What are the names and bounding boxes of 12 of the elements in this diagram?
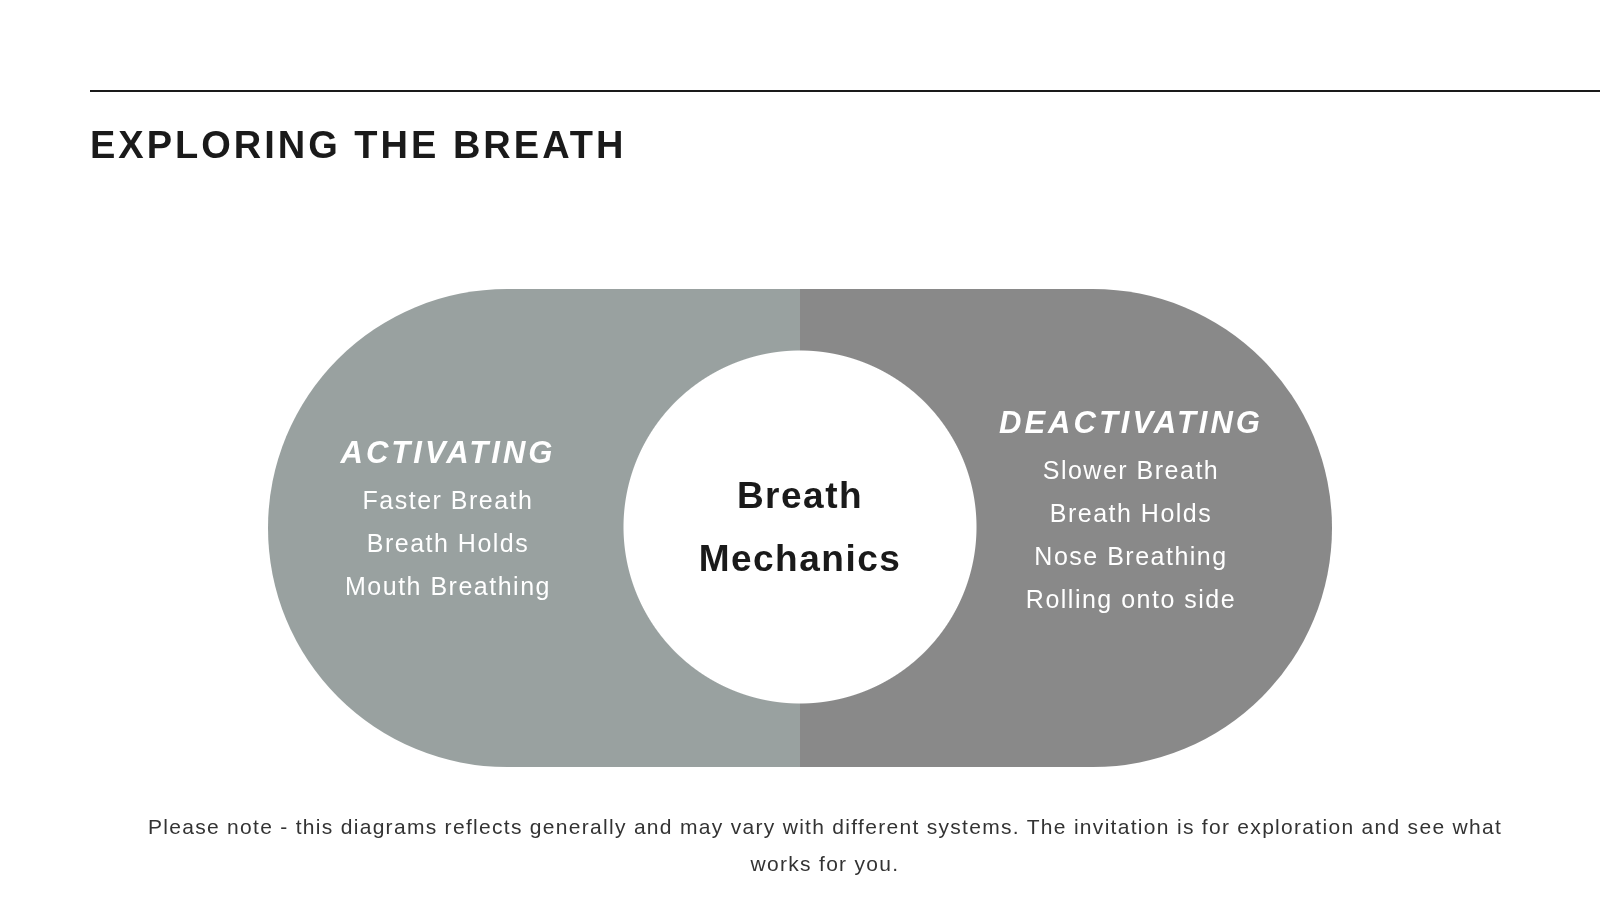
circle-label: Breath Mechanics: [697, 474, 903, 581]
list-item: Faster Breath: [362, 484, 534, 516]
page-title: EXPLORING THE BREATH: [90, 124, 627, 167]
list-item: Breath Holds: [1049, 498, 1213, 529]
list-item: Breath Holds: [366, 527, 530, 559]
list-item: Slower Breath: [1042, 455, 1220, 486]
list-item: Rolling onto side: [1025, 584, 1237, 615]
list-item: Mouth Breathing: [345, 570, 551, 602]
list-item: Nose Breathing: [1034, 541, 1228, 572]
footnote-text: Please note - this diagrams reflects generally and may vary with different systems. The invitation is for exploration and see what works for you.: [146, 814, 1504, 877]
section-heading: ACTIVATING: [340, 434, 556, 471]
section-heading: DEACTIVATING: [999, 405, 1263, 441]
